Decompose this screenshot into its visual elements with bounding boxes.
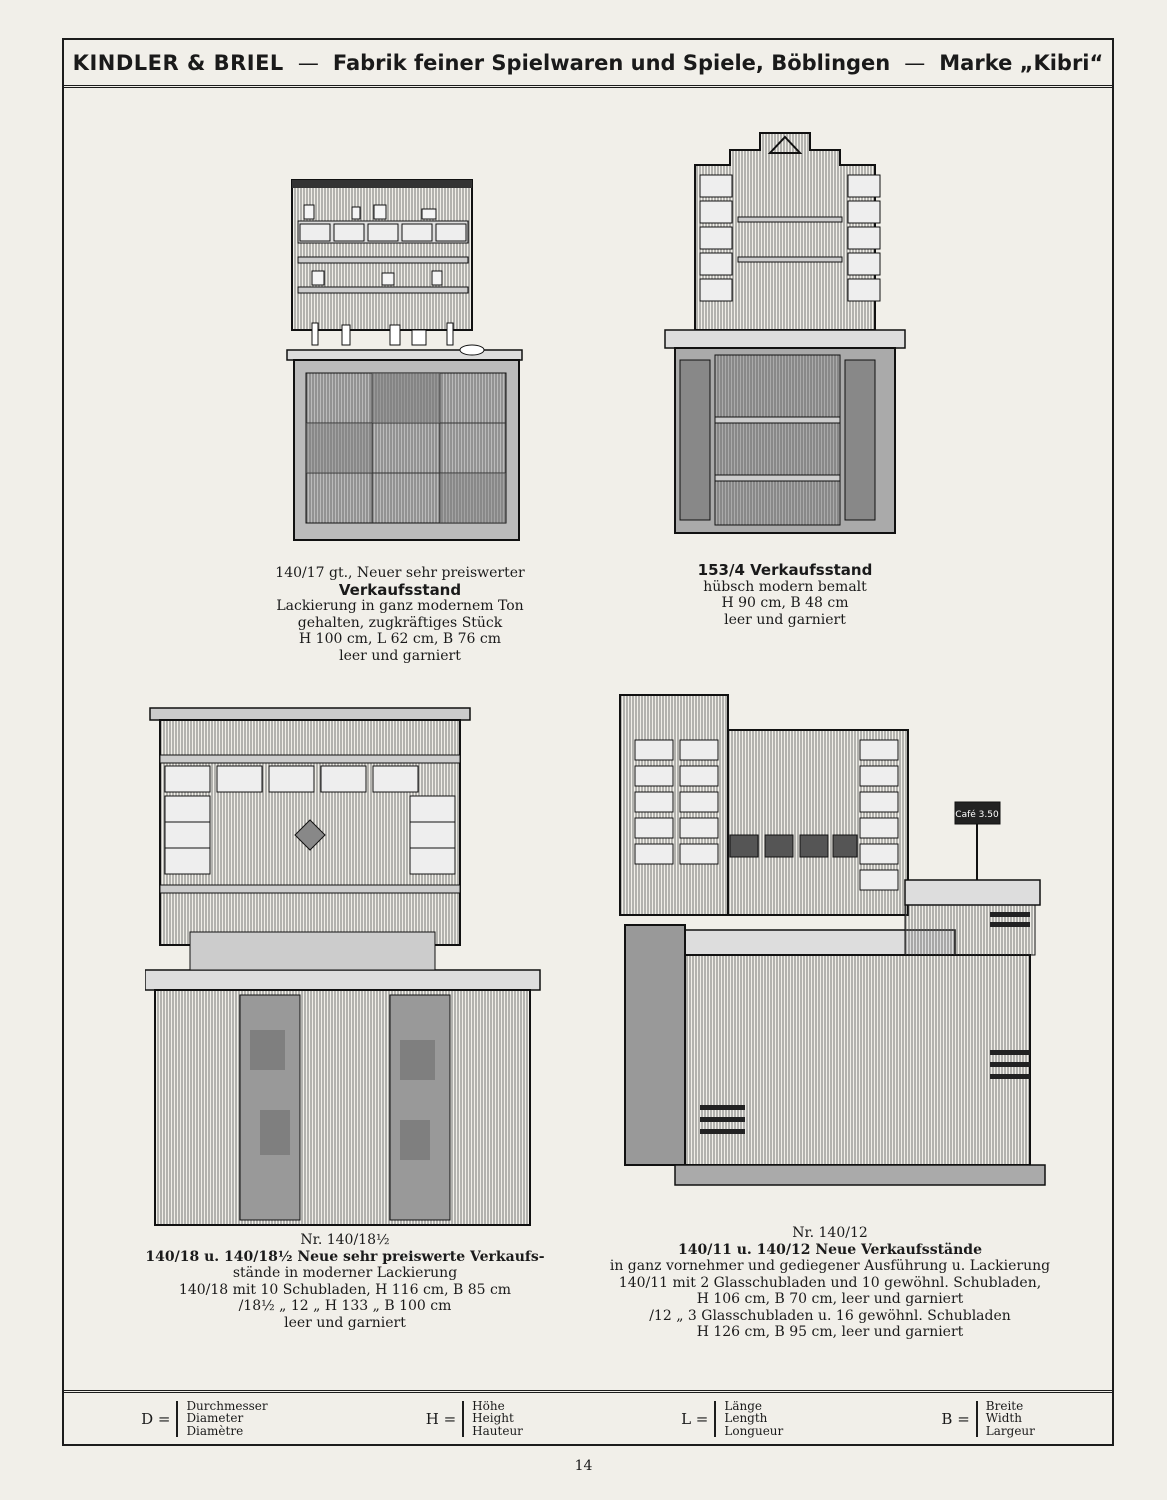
caption-title: 153/4 Verkaufsstand: [697, 561, 873, 579]
caption-140-17: 140/17 gt., Neuer sehr preiswerter Verka…: [220, 565, 580, 664]
caption-140-18: Nr. 140/18½ 140/18 u. 140/18½ Neue sehr …: [120, 1232, 570, 1331]
illustration-stand-140-18: [144, 700, 545, 1234]
illustration-stand-140-12: Café 3.50: [605, 690, 1055, 1204]
caption-line: 140/11 mit 2 Glasschubladen und 10 gewöh…: [618, 1274, 1042, 1291]
price-sign: Café 3.50: [955, 809, 999, 820]
legend-diameter: D = Durchmesser Diameter Diamètre: [141, 1400, 268, 1438]
legend-symbol: L =: [681, 1409, 709, 1428]
header-dash: —: [297, 50, 319, 75]
caption-line: leer und garniert: [724, 611, 846, 628]
legend-word: Height: [472, 1411, 514, 1426]
caption-153-4: 153/4 Verkaufsstand hübsch modern bemalt…: [610, 562, 960, 628]
caption-line: gehalten, zugkräftiges Stück: [297, 614, 503, 631]
legend-symbol: B =: [941, 1409, 970, 1428]
caption-line: H 90 cm, B 48 cm: [721, 595, 849, 611]
legend-height: H = Höhe Height Hauteur: [426, 1400, 523, 1438]
legend-word: Diamètre: [186, 1423, 244, 1438]
caption-line: 140/18 u. 140/18½ Neue sehr preiswerte V…: [145, 1248, 545, 1265]
caption-title: Verkaufsstand: [338, 580, 462, 599]
caption-line: leer und garniert: [284, 1314, 406, 1331]
illustration-stand-140-17: [282, 175, 527, 549]
caption-line: Nr. 140/12: [792, 1225, 868, 1241]
legend-length: L = Länge Length Longueur: [681, 1400, 783, 1438]
caption-line: H 106 cm, B 70 cm, leer und garniert: [696, 1291, 964, 1307]
legend-symbol: D =: [141, 1409, 171, 1428]
caption-line: 140/18 mit 10 Schubladen, H 116 cm, B 85…: [178, 1281, 512, 1298]
caption-line: Lackierung in ganz modernem Ton: [276, 598, 524, 614]
legend-bar: [714, 1400, 717, 1437]
caption-line: /12 „ 3 Glasschubladen u. 16 gewöhnl. Sc…: [649, 1307, 1011, 1324]
brand-name: Marke „Kibri“: [939, 50, 1104, 75]
catalog-header: KINDLER & BRIEL — Fabrik feiner Spielwar…: [62, 40, 1114, 88]
abbreviation-legend: D = Durchmesser Diameter Diamètre H = Hö…: [62, 1390, 1114, 1444]
legend-word: Höhe: [472, 1398, 505, 1413]
caption-line: 140/17 gt., Neuer sehr preiswerter: [275, 565, 525, 581]
legend-word: Longueur: [724, 1423, 784, 1438]
legend-word: Hauteur: [472, 1423, 523, 1438]
legend-word: Width: [985, 1411, 1022, 1426]
firm-tagline: Fabrik feiner Spielwaren und Spiele, Böb…: [332, 50, 891, 75]
firm-name: KINDLER & BRIEL: [72, 50, 284, 75]
caption-line: hübsch modern bemalt: [703, 578, 867, 595]
caption-line: H 100 cm, L 62 cm, B 76 cm: [299, 631, 501, 647]
caption-line: 140/11 u. 140/12 Neue Verkaufsstände: [678, 1241, 982, 1258]
legend-width: B = Breite Width Largeur: [941, 1400, 1034, 1438]
legend-word: Largeur: [985, 1423, 1035, 1438]
page-frame: [62, 38, 1114, 1446]
legend-bar: [975, 1400, 978, 1437]
legend-word: Länge: [724, 1398, 763, 1413]
caption-line: /18½ „ 12 „ H 133 „ B 100 cm: [238, 1298, 452, 1314]
illustration-stand-153-4: [660, 125, 910, 549]
legend-bar: [462, 1400, 465, 1437]
caption-line: leer und garniert: [339, 647, 461, 664]
legend-word: Length: [724, 1411, 768, 1426]
caption-line: in ganz vornehmer und gediegener Ausführ…: [609, 1258, 1051, 1274]
caption-line: stände in moderner Lackierung: [232, 1265, 458, 1281]
caption-line: Nr. 140/18½: [300, 1232, 390, 1248]
header-dash: —: [904, 50, 926, 75]
legend-word: Breite: [985, 1398, 1024, 1413]
legend-bar: [176, 1400, 179, 1437]
legend-symbol: H =: [425, 1409, 457, 1428]
caption-line: H 126 cm, B 95 cm, leer und garniert: [696, 1324, 964, 1340]
legend-word: Durchmesser: [186, 1398, 268, 1413]
caption-140-12: Nr. 140/12 140/11 u. 140/12 Neue Verkauf…: [580, 1225, 1080, 1341]
legend-word: Diameter: [186, 1411, 244, 1426]
page-number: 14: [574, 1458, 593, 1474]
